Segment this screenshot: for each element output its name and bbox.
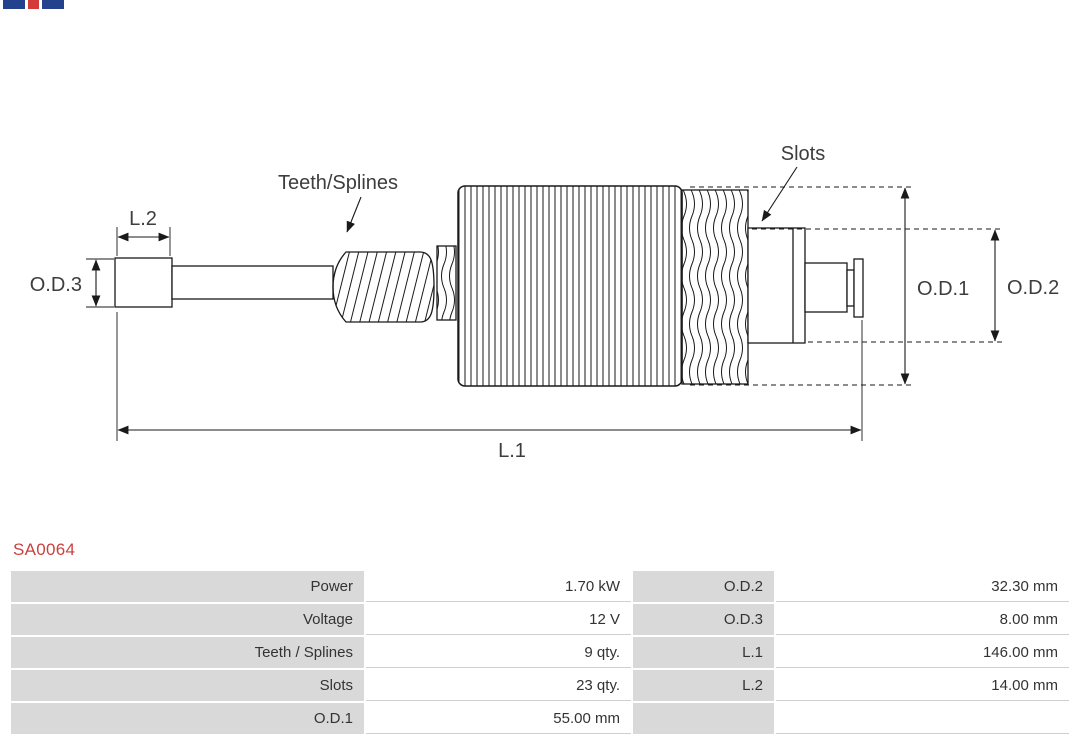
spec-value-cell: [776, 703, 1069, 734]
od3-extension-lines: [86, 258, 114, 308]
spec-label-cell: Slots: [11, 670, 364, 701]
spec-value-cell: 8.00 mm: [776, 604, 1069, 635]
spec-value-cell: 32.30 mm: [776, 571, 1069, 602]
od1-extension-lines: [690, 186, 913, 386]
label-l1: L.1: [498, 440, 526, 462]
armature-core: [457, 185, 683, 387]
spec-value-cell: 9 qty.: [366, 637, 631, 668]
spec-label-cell: Power: [11, 571, 364, 602]
spec-label-cell: Teeth / Splines: [11, 637, 364, 668]
spline-collar: [436, 245, 457, 321]
od2-extension-lines: [752, 228, 1003, 343]
label-od2: O.D.2: [1007, 277, 1059, 299]
slots-arrow: [761, 166, 798, 222]
logo-shape: [3, 0, 25, 9]
commutator: [747, 227, 806, 344]
commutator-windings: [681, 189, 749, 385]
spec-label-cell: O.D.1: [11, 703, 364, 734]
spec-value-cell: 55.00 mm: [366, 703, 631, 734]
label-slots: Slots: [781, 143, 825, 165]
spec-value-cell: 14.00 mm: [776, 670, 1069, 701]
label-l2: L.2: [129, 208, 157, 230]
dimension-lines: [86, 166, 1003, 441]
spec-value-cell: 1.70 kW: [366, 571, 631, 602]
label-od3: O.D.3: [30, 274, 82, 296]
armature-drawing: [114, 185, 864, 387]
l1-extension-lines: [116, 312, 863, 441]
shaft-end-left: [114, 257, 173, 308]
spec-label-cell: [633, 703, 774, 734]
spec-label-cell: O.D.2: [633, 571, 774, 602]
spec-label-cell: O.D.3: [633, 604, 774, 635]
end-ring: [853, 258, 864, 318]
spec-value-cell: 23 qty.: [366, 670, 631, 701]
shaft-right: [804, 262, 848, 313]
spec-table: Power 1.70 kW O.D.2 32.30 mm Voltage 12 …: [11, 571, 1069, 734]
shaft-neck: [846, 269, 855, 307]
label-teeth-splines: Teeth/Splines: [278, 172, 398, 194]
armature-technical-diagram: O.D.3 L.2 Teeth/Splines Slots O.D.1 O.D.…: [30, 143, 1060, 462]
spec-label-cell: Voltage: [11, 604, 364, 635]
logo-shape: [28, 0, 39, 9]
dimension-labels: O.D.3 L.2 Teeth/Splines Slots O.D.1 O.D.…: [30, 143, 1060, 462]
spline-section: [332, 251, 435, 323]
logo-shape: [42, 0, 64, 9]
spec-label-cell: L.2: [633, 670, 774, 701]
spec-value-cell: 146.00 mm: [776, 637, 1069, 668]
part-number: SA0064: [13, 540, 76, 559]
spec-value-cell: 12 V: [366, 604, 631, 635]
as-pl-logo-fragment: [3, 0, 64, 9]
teeth-splines-arrow: [346, 196, 362, 233]
spec-label-cell: L.1: [633, 637, 774, 668]
label-od1: O.D.1: [917, 278, 969, 300]
l2-extension-lines: [116, 227, 171, 256]
shaft: [171, 265, 334, 300]
